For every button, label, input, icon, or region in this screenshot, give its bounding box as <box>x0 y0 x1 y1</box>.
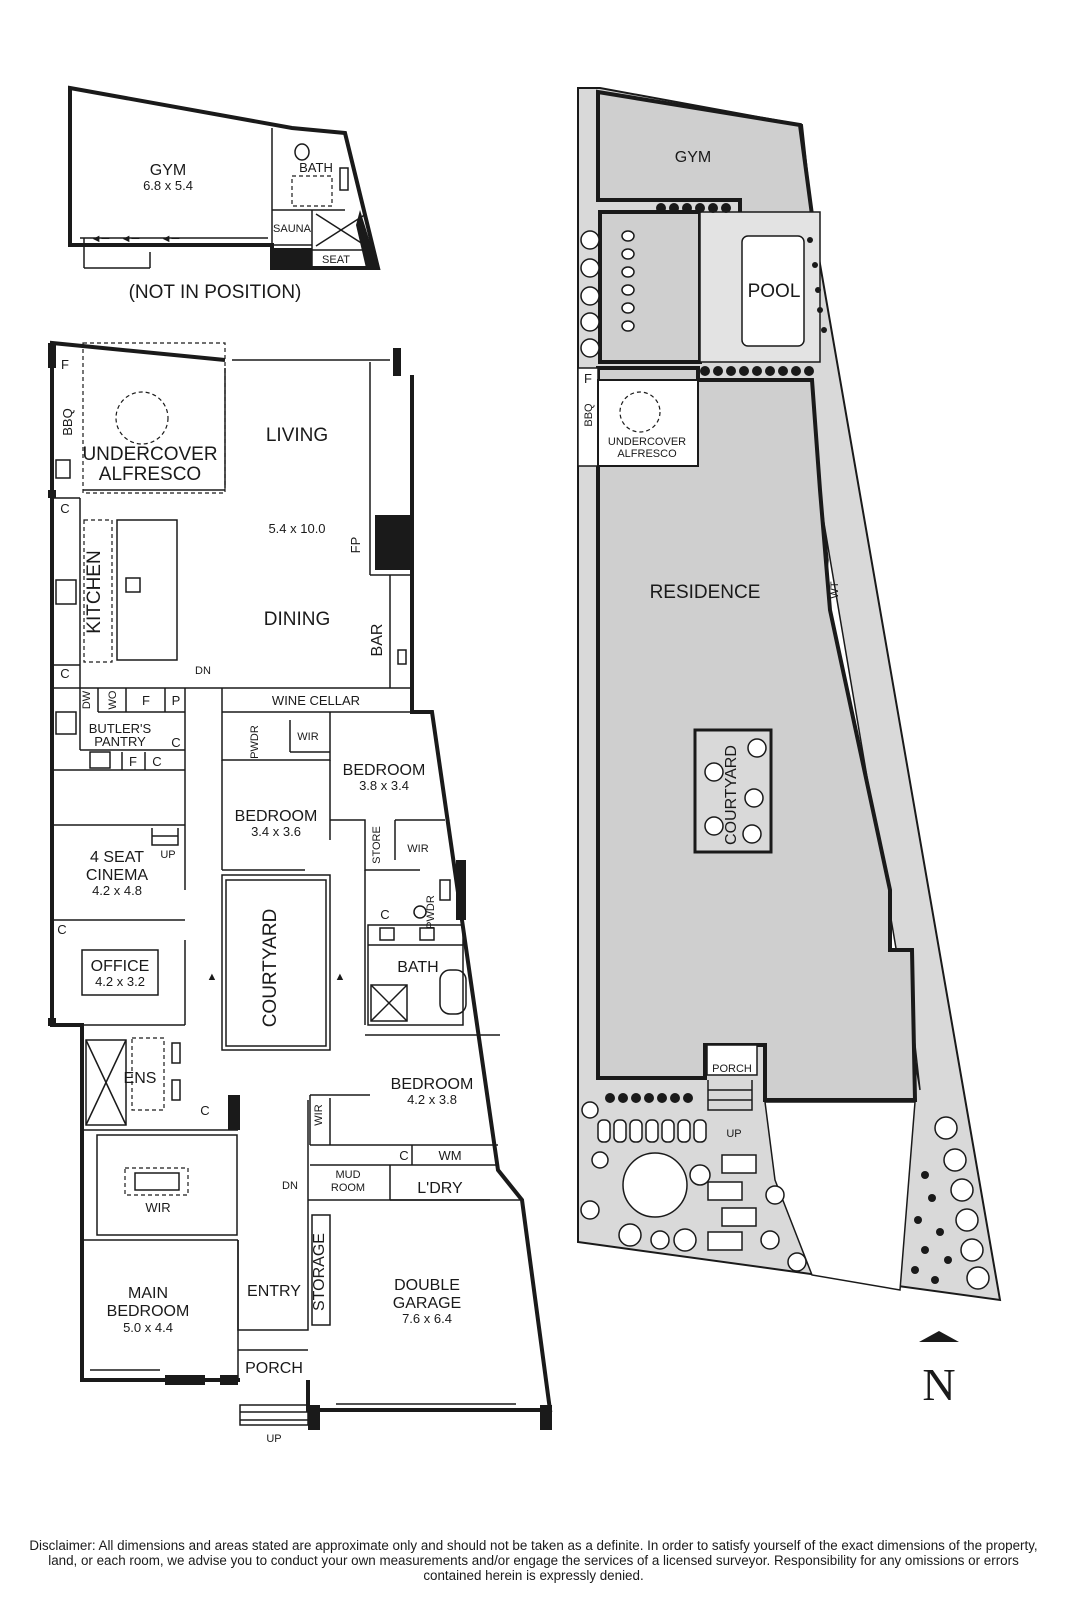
bedroom-size: 3.8 x 3.4 <box>359 778 409 793</box>
living-size: 5.4 x 10.0 <box>268 521 325 536</box>
storage-label: STORAGE <box>311 1233 328 1311</box>
garage-label-2: GARAGE <box>393 1295 461 1312</box>
ensuite-label: ENS <box>124 1070 157 1087</box>
sauna-label: SAUNA <box>273 223 312 235</box>
main-bedroom-label-2: BEDROOM <box>107 1303 190 1320</box>
pantry-label: P <box>172 693 181 708</box>
office-label: OFFICE <box>91 958 150 975</box>
residence-label: RESIDENCE <box>650 582 761 603</box>
kitchen-label: KITCHEN <box>84 550 105 633</box>
cupboard-label: C <box>60 501 69 516</box>
svg-text:▲: ▲ <box>207 971 218 983</box>
living-label: LIVING <box>266 425 328 446</box>
fridge-label: F <box>142 693 150 708</box>
bedroom-label: BEDROOM <box>343 762 426 779</box>
site-plan: GYM POOL F BBQ UNDERCOVER ALFRESCO RESID… <box>577 87 1002 1302</box>
up-label: UP <box>160 849 175 861</box>
bar-label: BAR <box>369 624 386 657</box>
laundry-label: L'DRY <box>417 1180 463 1197</box>
porch-label: PORCH <box>245 1360 303 1377</box>
main-floor-plan: ▲ ▲ F BBQ UNDERCOVER ALFRESCO LIVING 5.4… <box>48 340 553 1445</box>
svg-text:▲: ▲ <box>335 971 346 983</box>
fridge-label: F <box>61 357 69 372</box>
pool-label: POOL <box>748 281 801 302</box>
site-porch-label: PORCH <box>712 1063 752 1075</box>
wir-label: WIR <box>407 843 428 855</box>
mud-room-label-1: MUD <box>335 1169 360 1181</box>
cinema-label-2: CINEMA <box>86 867 149 884</box>
site-gym-label: GYM <box>675 149 711 166</box>
bath-label: BATH <box>397 959 438 976</box>
not-in-position-note: (NOT IN POSITION) <box>129 282 302 303</box>
cinema-size: 4.2 x 4.8 <box>92 883 142 898</box>
water-tank-label: WT <box>829 581 841 598</box>
fridge-label: F <box>129 754 137 769</box>
site-alfresco-label-1: UNDERCOVER <box>608 436 686 448</box>
cupboard-label: C <box>171 735 180 750</box>
cupboard-label: C <box>399 1148 408 1163</box>
down-label: DN <box>195 665 211 677</box>
wine-cellar-label: WINE CELLAR <box>272 693 360 708</box>
butlers-pantry-label-1: BUTLER'S <box>89 721 152 736</box>
cupboard-label: C <box>152 754 161 769</box>
gym-bath-label: BATH <box>299 160 333 175</box>
gym-label: GYM <box>150 162 186 179</box>
dishwasher-label: DW <box>81 690 93 709</box>
cupboard-label: C <box>380 907 389 922</box>
wir-label: WIR <box>297 731 318 743</box>
cupboard-label: C <box>57 922 66 937</box>
bedroom-size: 3.4 x 3.6 <box>251 824 301 839</box>
site-bbq-label: BBQ <box>583 403 595 427</box>
cinema-label-1: 4 SEAT <box>90 849 144 866</box>
bedroom-size: 4.2 x 3.8 <box>407 1092 457 1107</box>
powder-label: PWDR <box>249 725 261 759</box>
mud-room-label-2: ROOM <box>331 1182 365 1194</box>
svg-text:◄─: ◄─ <box>91 233 110 245</box>
disclaimer-text: Disclaimer: All dimensions and areas sta… <box>29 1538 1038 1583</box>
powder-label: PWDR <box>425 895 437 929</box>
svg-text:◄─: ◄─ <box>161 233 180 245</box>
garage-label-1: DOUBLE <box>394 1277 460 1294</box>
cupboard-label: C <box>60 666 69 681</box>
main-bedroom-label-1: MAIN <box>128 1285 168 1302</box>
north-arrow: N <box>919 1331 959 1410</box>
main-bedroom-size: 5.0 x 4.4 <box>123 1320 173 1335</box>
bedroom-label: BEDROOM <box>235 808 318 825</box>
wir-label: WIR <box>313 1104 325 1125</box>
gym-size: 6.8 x 5.4 <box>143 178 193 193</box>
wir-label: WIR <box>145 1200 170 1215</box>
dining-label: DINING <box>264 609 331 630</box>
svg-text:◄─: ◄─ <box>121 233 140 245</box>
courtyard-label: COURTYARD <box>260 909 281 1028</box>
site-courtyard-label: COURTYARD <box>723 745 740 845</box>
cupboard-label: C <box>200 1103 209 1118</box>
down-label: DN <box>282 1180 298 1192</box>
office-size: 4.2 x 3.2 <box>95 974 145 989</box>
alfresco-label-1: UNDERCOVER <box>82 444 217 465</box>
site-alfresco-label-2: ALFRESCO <box>617 448 677 460</box>
garage-size: 7.6 x 6.4 <box>402 1311 452 1326</box>
bbq-label: BBQ <box>60 408 75 435</box>
butlers-pantry-label-2: PANTRY <box>94 734 146 749</box>
up-label: UP <box>266 1433 281 1445</box>
gym-plan: ◄─ ◄─ ◄─ GYM 6.8 x 5.4 BATH SAUNA SEAT (… <box>68 85 381 303</box>
fireplace-label: FP <box>348 537 363 554</box>
wall-oven-label: WO <box>107 690 119 709</box>
north-label: N <box>922 1359 955 1410</box>
washing-machine-label: WM <box>438 1148 461 1163</box>
store-label: STORE <box>371 826 383 864</box>
alfresco-label-2: ALFRESCO <box>99 464 201 485</box>
bedroom-label: BEDROOM <box>391 1076 474 1093</box>
site-up-label: UP <box>726 1128 741 1140</box>
entry-label: ENTRY <box>247 1283 301 1300</box>
site-fridge-label: F <box>584 371 592 386</box>
seat-label: SEAT <box>322 254 350 266</box>
